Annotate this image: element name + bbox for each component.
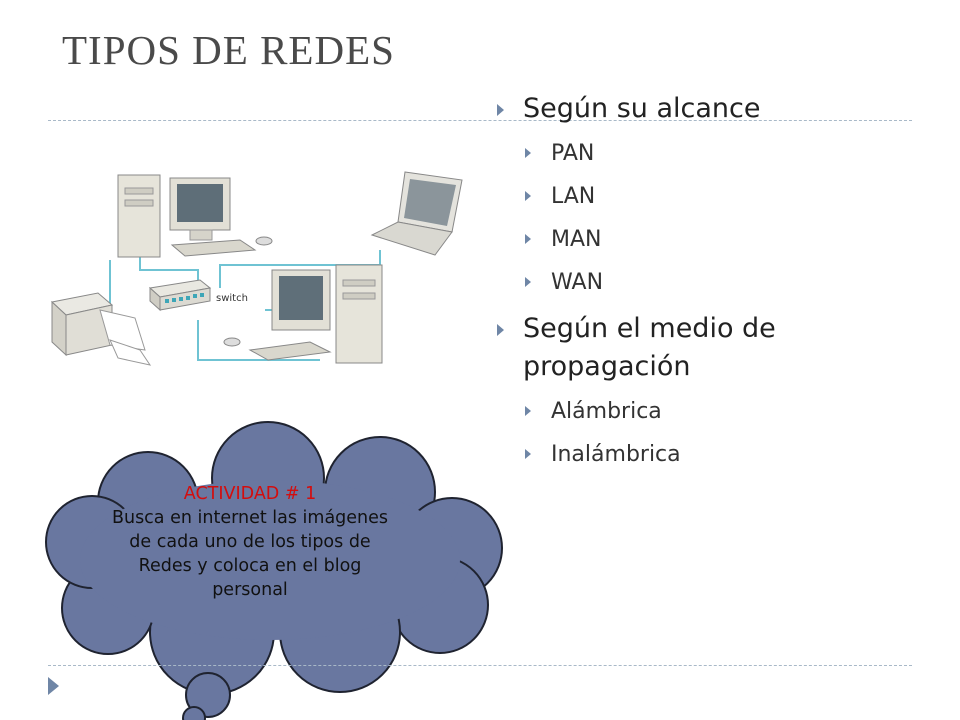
slide-nav-arrow-icon xyxy=(48,677,59,695)
list-item: PAN xyxy=(523,132,927,175)
bullet-group-alcance: Según su alcance PAN LAN MAN WAN xyxy=(497,90,927,304)
list-item: Inalámbrica xyxy=(523,433,927,476)
list-item: WAN xyxy=(523,261,927,304)
printer-icon xyxy=(50,292,152,366)
bullet-arrow-icon xyxy=(525,234,531,244)
laptop-icon xyxy=(370,171,463,256)
activity-heading: ACTIVIDAD # 1 xyxy=(183,484,317,504)
desktop-computer-icon xyxy=(223,264,383,364)
bullet-heading: Según el medio de propagación xyxy=(523,313,776,382)
activity-body: Busca en internet las imágenes de cada u… xyxy=(111,508,389,600)
bullet-arrow-icon xyxy=(525,277,531,287)
list-item: LAN xyxy=(523,175,927,218)
network-illustration: switch xyxy=(50,171,463,366)
bullet-group-medio: Según el medio de propagación Alámbrica … xyxy=(497,310,927,476)
thought-cloud-shape xyxy=(45,421,503,720)
activity-callout: ACTIVIDAD # 1 Busca en internet las imág… xyxy=(100,482,400,602)
bullet-arrow-icon xyxy=(525,406,531,416)
bullet-arrow-icon xyxy=(525,449,531,459)
top-divider xyxy=(48,120,912,121)
bullet-arrow-icon xyxy=(497,324,504,336)
bullet-arrow-icon xyxy=(525,191,531,201)
bullet-arrow-icon xyxy=(497,104,504,116)
network-switch-icon: switch xyxy=(148,279,248,312)
bottom-divider xyxy=(48,665,912,666)
bullet-heading: Según su alcance xyxy=(523,93,761,124)
bullet-list: Según su alcance PAN LAN MAN WAN Según e… xyxy=(497,90,927,482)
list-item: MAN xyxy=(523,218,927,261)
slide-title: TIPOS DE REDES xyxy=(62,27,395,73)
switch-label: switch xyxy=(216,293,248,304)
list-item: Alámbrica xyxy=(523,390,927,433)
bullet-arrow-icon xyxy=(525,148,531,158)
desktop-computer-icon xyxy=(117,174,273,258)
